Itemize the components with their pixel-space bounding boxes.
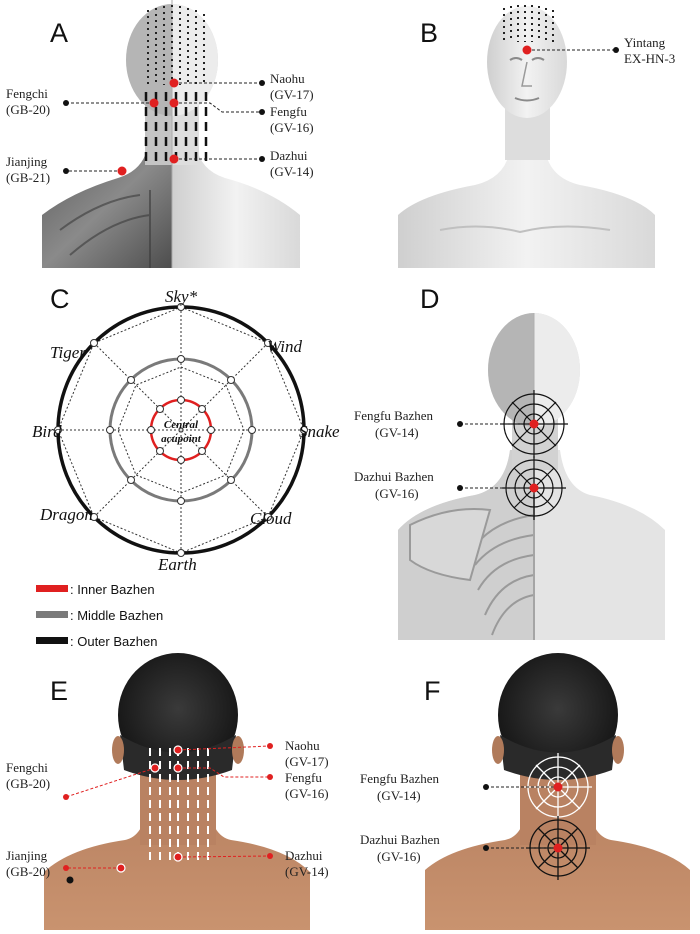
label-fengfu-code: (GV-16) [270,120,314,135]
center-label-line2: acupoint [161,433,202,445]
label-jianjing-name: Jianjing [6,154,48,169]
label-dazhui-code: (GV-14) [270,164,314,179]
forehead-dotted-lines [503,5,554,42]
label-fengchi-name: Fengchi [6,86,48,101]
acupoint-yintang [522,45,532,55]
label-e-fengfu-name: Fengfu [285,770,322,785]
label-e-naohu-code: (GV-17) [285,754,329,769]
label-e-fengfu-code: (GV-16) [285,786,329,801]
label-fengchi-code: (GB-20) [6,102,50,117]
legend-swatch-outer [36,637,68,644]
legend-swatch-inner [36,585,68,592]
bazhen-nodes [54,303,308,557]
label-fengfu-bazhen-name: Fengfu Bazhen [354,408,434,423]
photo-back-e [44,800,310,930]
acupoint-fengfu-f [553,782,563,792]
label-jianjing-code: (GB-21) [6,170,50,185]
label-naohu-name: Naohu [270,71,305,86]
legend-outer: : Outer Bazhen [70,634,157,649]
panel-a-letter: A [50,18,68,48]
acupoint-markers-a [117,78,179,176]
acupoint-fengfu-d [529,419,539,429]
acupoint-dazhui [169,154,179,164]
legend-swatch-middle [36,611,68,618]
label-e-naohu-name: Naohu [285,738,320,753]
panel-c: C Central acupoint Sky* Wind [32,284,340,649]
panel-f: F Fengfu Bazhen (GV-14) Dazhui Bazhen (G… [360,653,690,930]
label-e-jianjing-name: Jianjing [6,848,48,863]
head-dotted-lines [147,5,205,85]
legend-inner: : Inner Bazhen [70,582,155,597]
label-yintang-code: EX-HN-3 [624,51,675,66]
panel-a: A Naohu (GV-17) Fengchi (GB-20) Fengfu (… [6,0,314,268]
legend-middle: : Middle Bazhen [70,608,163,623]
direction-earth: Earth [157,555,197,574]
panel-e-letter: E [50,676,68,706]
direction-bird: Bird [32,422,62,441]
label-e-dazhui-name: Dazhui [285,848,323,863]
direction-wind: Wind [267,337,302,356]
direction-sky: Sky* [165,287,198,306]
label-f-dazhui-code: (GV-16) [377,849,421,864]
neck-lines-e [149,748,209,862]
body-skin-half [172,145,300,268]
label-f-fengfu-name: Fengfu Bazhen [360,771,440,786]
label-dazhui-bazhen-name: Dazhui Bazhen [354,469,434,484]
panel-c-letter: C [50,284,70,314]
panel-d-letter: D [420,284,440,314]
direction-dragon: Dragon [39,505,93,524]
label-e-dazhui-code: (GV-14) [285,864,329,879]
body-muscle-half [42,145,172,268]
label-f-fengfu-code: (GV-14) [377,788,421,803]
label-e-fengchi-name: Fengchi [6,760,48,775]
direction-cloud: Cloud [250,509,292,528]
direction-snake: Snake [299,422,340,441]
neck-dashed-lines [144,92,208,162]
label-f-dazhui-name: Dazhui Bazhen [360,832,440,847]
acupoint-fengchi [149,98,159,108]
panel-d: D Fengfu Bazhen (GV-14) Dazhui Bazhen (G… [354,284,665,640]
torso-front [398,150,655,268]
legend: : Inner Bazhen : Middle Bazhen : Outer B… [36,582,163,649]
panel-b: B Yintang EX-HN-3 [398,5,675,268]
label-dazhui-name: Dazhui [270,148,308,163]
label-e-jianjing-code: (GB-20) [6,864,50,879]
panel-e: E Naohu (GV-17) Fengchi (GB-20) Fengfu (… [6,653,329,930]
acupoint-markers-e [116,745,183,873]
acupoint-fengfu [169,98,179,108]
photo-hair-f [498,653,618,777]
label-fengfu-name: Fengfu [270,104,307,119]
acupoint-naohu [169,78,179,88]
label-dazhui-bazhen-code: (GV-16) [375,486,419,501]
acupoint-dazhui-d [529,483,539,493]
direction-tiger: Tiger [50,343,86,362]
panel-f-letter: F [424,676,441,706]
label-e-fengchi-code: (GB-20) [6,776,50,791]
label-yintang-name: Yintang [624,35,666,50]
acupoint-dazhui-f [553,843,563,853]
label-naohu-code: (GV-17) [270,87,314,102]
panel-b-letter: B [420,18,438,48]
label-fengfu-bazhen-code: (GV-14) [375,425,419,440]
acupoint-jianjing [117,166,127,176]
photo-hair-e [118,653,238,777]
center-label-line1: Central [164,419,199,431]
